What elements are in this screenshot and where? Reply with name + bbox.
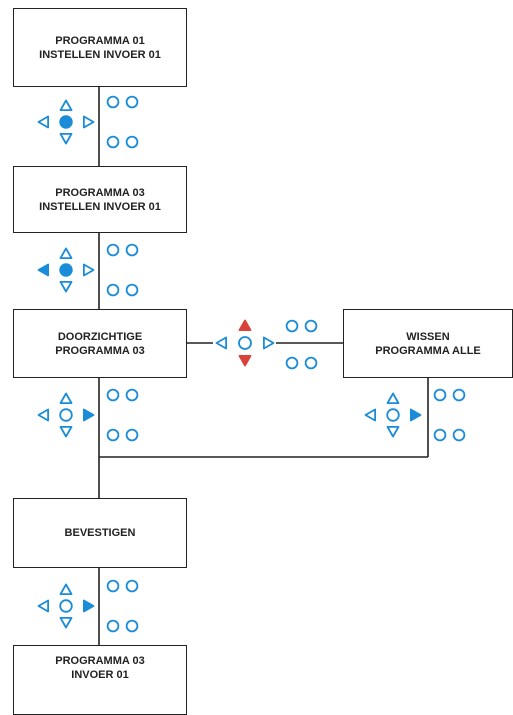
center-button-icon [238, 336, 252, 350]
round-button-icon [125, 243, 139, 257]
box-label-line: PROGRAMMA 03 [55, 344, 145, 357]
keypads [37, 95, 466, 633]
round-button-icon [285, 356, 299, 370]
box-label-line: WISSEN [406, 330, 450, 343]
up-arrow-icon [386, 392, 400, 405]
right-arrow-icon [262, 336, 275, 350]
left-arrow-icon [37, 408, 50, 422]
center-button-icon [59, 408, 73, 422]
center-button-icon [59, 263, 73, 277]
left-arrow-icon [364, 408, 377, 422]
round-button-icon [106, 619, 120, 633]
box-label-line: BEVESTIGEN [64, 527, 136, 539]
up-arrow-icon [59, 99, 73, 112]
left-arrow-icon [215, 336, 228, 350]
right-arrow-icon [409, 408, 422, 422]
down-arrow-icon [59, 616, 73, 629]
connector-lines [98, 87, 429, 706]
round-button-icon [106, 283, 120, 297]
up-arrow-icon [59, 247, 73, 260]
center-button-icon [386, 408, 400, 422]
round-button-icon [106, 388, 120, 402]
round-button-icon [106, 243, 120, 257]
keypad-3 [37, 388, 139, 442]
box-programma-01-instellen-invoer-01: PROGRAMMA 01 INSTELLEN INVOER 01 [13, 8, 187, 87]
up-arrow-icon [59, 583, 73, 596]
box-programma-03-invoer-01: PROGRAMMA 03 INVOER 01 [13, 645, 187, 715]
box-label-line: PROGRAMMA 01 [55, 34, 145, 47]
left-arrow-icon [37, 599, 50, 613]
box-label-line: INSTELLEN INVOER 01 [39, 200, 161, 213]
round-button-icon [433, 388, 447, 402]
left-arrow-icon [37, 115, 50, 129]
right-arrow-icon [82, 115, 95, 129]
box-label-line: DOORZICHTIGE [57, 330, 143, 343]
keypad-4 [364, 388, 466, 442]
down-arrow-icon [59, 425, 73, 438]
keypad-2 [37, 243, 139, 297]
round-button-icon [125, 428, 139, 442]
keypad-1 [37, 95, 139, 149]
right-arrow-icon [82, 599, 95, 613]
round-button-icon [304, 319, 318, 333]
down-arrow-icon [59, 280, 73, 293]
box-bevestigen: BEVESTIGEN [13, 498, 187, 568]
box-label-line: PROGRAMMA 03 [55, 186, 145, 199]
box-doorzichtige-programma-03: DOORZICHTIGE PROGRAMMA 03 [13, 309, 187, 378]
down-arrow-icon [59, 132, 73, 145]
round-button-icon [285, 319, 299, 333]
left-arrow-icon [37, 263, 50, 277]
down-arrow-icon [238, 354, 252, 367]
round-button-icon [106, 135, 120, 149]
round-button-icon [452, 388, 466, 402]
up-arrow-icon [59, 392, 73, 405]
up-arrow-icon [238, 319, 252, 332]
keypad-6 [215, 319, 318, 370]
box-label-line: PROGRAMMA ALLE [375, 344, 481, 357]
center-button-icon [59, 599, 73, 613]
round-button-icon [433, 428, 447, 442]
keypad-5 [37, 579, 139, 633]
box-label-line: INSTELLEN INVOER 01 [39, 48, 161, 61]
box-label-line: PROGRAMMA 03 [55, 655, 145, 667]
round-button-icon [106, 428, 120, 442]
center-button-icon [59, 115, 73, 129]
round-button-icon [125, 135, 139, 149]
round-button-icon [125, 579, 139, 593]
down-arrow-icon [386, 425, 400, 438]
round-button-icon [106, 95, 120, 109]
round-button-icon [125, 283, 139, 297]
round-button-icon [125, 388, 139, 402]
right-arrow-icon [82, 408, 95, 422]
round-button-icon [125, 619, 139, 633]
round-button-icon [106, 579, 120, 593]
box-label-line: INVOER 01 [71, 669, 129, 681]
box-wissen-programma-alle: WISSEN PROGRAMMA ALLE [343, 309, 513, 378]
round-button-icon [125, 95, 139, 109]
right-arrow-icon [82, 263, 95, 277]
round-button-icon [304, 356, 318, 370]
box-programma-03-instellen-invoer-01: PROGRAMMA 03 INSTELLEN INVOER 01 [13, 166, 187, 233]
round-button-icon [452, 428, 466, 442]
